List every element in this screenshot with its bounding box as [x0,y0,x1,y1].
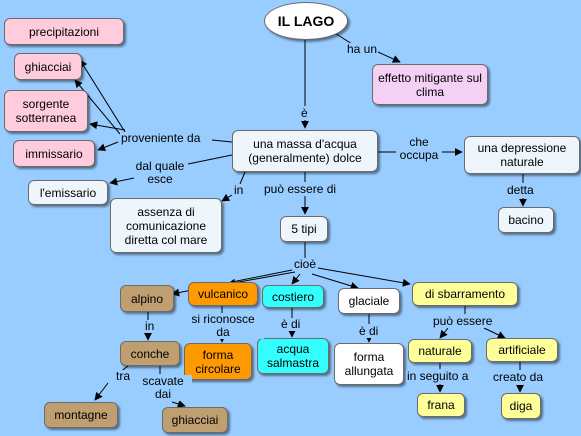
link-tra: tra [115,369,132,383]
node-bacino: bacino [498,207,554,233]
node-effetto-mitigante: effetto mitigante sul clima [372,64,488,105]
node-ghiacciai-bottom: ghiacciai [162,407,228,433]
link-e-di-glaciale: è di [358,324,380,338]
node-naturale: naturale [408,339,472,363]
node-immissario: immissario [13,140,95,167]
node-depressione-naturale: una depressione naturale [464,136,580,174]
node-glaciale: glaciale [338,288,400,314]
node-assenza-comunicazione: assenza di comunicazione diretta col mar… [110,198,222,253]
node-forma-allungata: forma allungata [334,343,404,385]
link-creato-da: creato da [492,370,545,384]
link-puo-essere-di: può essere di [263,182,338,196]
node-cinque-tipi: 5 tipi [280,216,328,242]
link-in-seguito-a: in seguito a [406,369,470,383]
node-frana: frana [417,393,465,417]
node-sorgente-sotterranea: sorgente sotterranea [4,90,88,132]
link-e: è [300,106,309,120]
node-costiero: costiero [262,285,324,308]
link-detta: detta [506,183,535,197]
node-conche: conche [120,341,180,366]
node-vulcanico: vulcanico [188,282,258,306]
link-dal-quale-esce: dal quale esce [134,159,186,186]
link-ha-un: ha un [346,42,379,56]
node-acqua-salmastra: acqua salmastra [257,338,329,374]
link-in-top: in [233,183,245,197]
link-puo-essere: può essere [432,314,494,328]
link-in-alpino: in [144,319,156,333]
node-artificiale: artificiale [486,338,558,362]
link-e-di-costiero: è di [280,317,302,331]
node-ghiacciai-top: ghiacciai [14,53,82,80]
link-scavate-dai: scavate dai [134,375,192,401]
node-massa-acqua: una massa d'acqua (generalmente) dolce [232,130,378,172]
node-forma-circolare: forma circolare [184,343,252,380]
node-di-sbarramento: di sbarramento [412,282,518,306]
node-il-lago: IL LAGO [264,2,348,40]
node-diga: diga [501,393,541,419]
node-montagne: montagne [44,402,118,428]
node-emissario: l'emissario [28,180,108,205]
link-cioe: cioè [293,257,318,271]
node-precipitazioni: precipitazioni [4,18,124,45]
link-che-occupa: che occupa [396,136,442,162]
link-si-riconosce-da: si riconosce da [182,313,264,339]
link-proveniente-da: proveniente da [120,131,202,145]
node-alpino: alpino [120,285,174,312]
